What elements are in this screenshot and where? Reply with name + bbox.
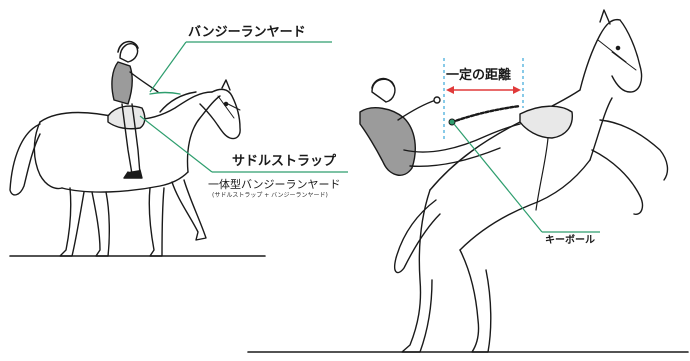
leader-lines-right bbox=[453, 123, 600, 233]
leader-lines-left bbox=[139, 41, 348, 173]
integrated-lanyard-label: 一体型バンジーランヤード bbox=[208, 178, 341, 191]
saddle-strap-label: サドルストラップ bbox=[232, 154, 337, 169]
horse-rider-illustration bbox=[9, 40, 266, 257]
fixed-distance-label: 一定の距離 bbox=[446, 68, 512, 83]
bungee-lanyard-label: バンジーランヤード bbox=[188, 25, 306, 40]
key-ball-label: キーボール bbox=[545, 235, 595, 246]
integrated-lanyard-sublabel: (サドルストラップ + バンジーランヤード) bbox=[212, 192, 328, 199]
distance-guides bbox=[443, 58, 524, 140]
rearing-horse-illustration bbox=[247, 9, 689, 353]
distance-arrow-icon bbox=[446, 86, 521, 94]
